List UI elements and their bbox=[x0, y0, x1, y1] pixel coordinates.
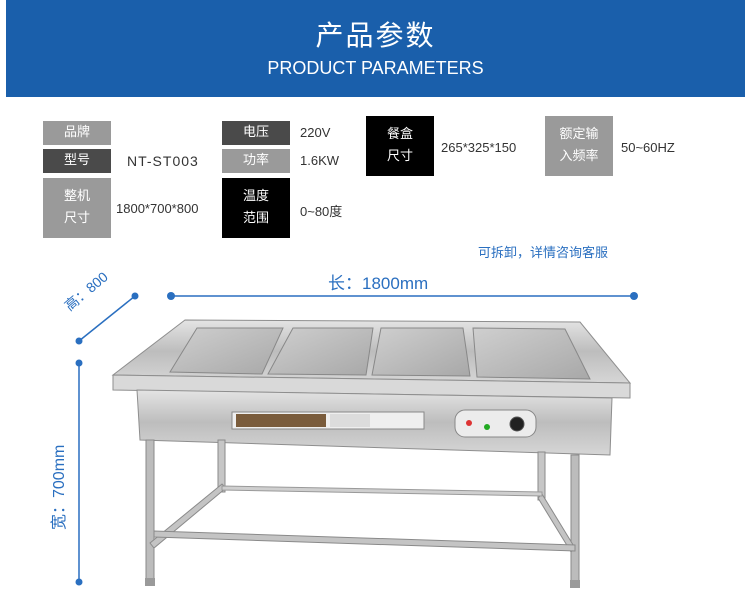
length-dimension-end bbox=[630, 292, 638, 300]
temp-value: 0~80度 bbox=[300, 204, 343, 219]
length-dimension-label: 长：1800mm bbox=[328, 274, 429, 293]
size-label-line2: 尺寸 bbox=[63, 211, 90, 226]
temperature-knob bbox=[509, 416, 525, 432]
header-banner: 产品参数 PRODUCT PARAMETERS bbox=[6, 0, 745, 97]
indicator-light-green bbox=[484, 424, 490, 430]
indicator-light-red bbox=[466, 420, 472, 426]
food-well-3 bbox=[371, 327, 471, 377]
front-rim bbox=[112, 374, 631, 399]
food-well-1 bbox=[169, 327, 284, 375]
button-strip bbox=[330, 414, 370, 427]
freq-label-line2: 入频率 bbox=[559, 149, 599, 164]
height-dimension-start bbox=[75, 337, 83, 345]
model-label: 型号 bbox=[43, 149, 111, 173]
width-dimension-start bbox=[75, 359, 83, 367]
freq-label: 额定输 入频率 bbox=[545, 116, 613, 176]
height-dimension-end bbox=[131, 292, 139, 300]
temp-label: 温度 范围 bbox=[222, 178, 290, 238]
voltage-label: 电压 bbox=[222, 121, 290, 145]
temp-label-line1: 温度 bbox=[242, 189, 269, 204]
width-dimension-end bbox=[75, 578, 83, 586]
page-title: 产品参数 bbox=[315, 19, 436, 52]
box-label-line1: 餐盒 bbox=[386, 127, 413, 142]
frame-back-bar bbox=[221, 485, 543, 497]
voltage-value: 220V bbox=[300, 125, 331, 140]
frame-front-bar bbox=[153, 530, 576, 552]
freq-label-line1: 额定输 bbox=[559, 127, 599, 142]
leg-front-right bbox=[570, 454, 580, 584]
height-dimension-line bbox=[78, 295, 136, 342]
food-photo-strip bbox=[236, 414, 326, 427]
power-value: 1.6KW bbox=[300, 153, 340, 168]
food-well-4 bbox=[472, 327, 591, 380]
freq-value: 50~60HZ bbox=[621, 140, 675, 155]
size-label-line1: 整机 bbox=[63, 189, 90, 204]
detachable-note: 可拆卸，详情咨询客服 bbox=[478, 246, 609, 261]
model-value: NT-ST003 bbox=[127, 153, 199, 169]
size-value: 1800*700*800 bbox=[116, 201, 199, 216]
brand-label: 品牌 bbox=[43, 121, 111, 145]
box-label: 餐盒 尺寸 bbox=[366, 116, 434, 176]
width-dimension-label: 宽：700mm bbox=[51, 444, 68, 530]
leg-front-left bbox=[145, 439, 155, 581]
foot-front-right bbox=[570, 580, 580, 588]
foot-front-left bbox=[145, 578, 155, 586]
box-value: 265*325*150 bbox=[441, 140, 517, 155]
temp-label-line2: 范围 bbox=[242, 211, 269, 226]
box-label-line2: 尺寸 bbox=[386, 149, 413, 164]
frame-side-right bbox=[537, 493, 576, 553]
power-label: 功率 bbox=[222, 149, 290, 173]
size-label: 整机 尺寸 bbox=[43, 178, 111, 238]
length-dimension-start bbox=[167, 292, 175, 300]
food-well-2 bbox=[267, 327, 374, 376]
page-subtitle: PRODUCT PARAMETERS bbox=[267, 58, 484, 78]
